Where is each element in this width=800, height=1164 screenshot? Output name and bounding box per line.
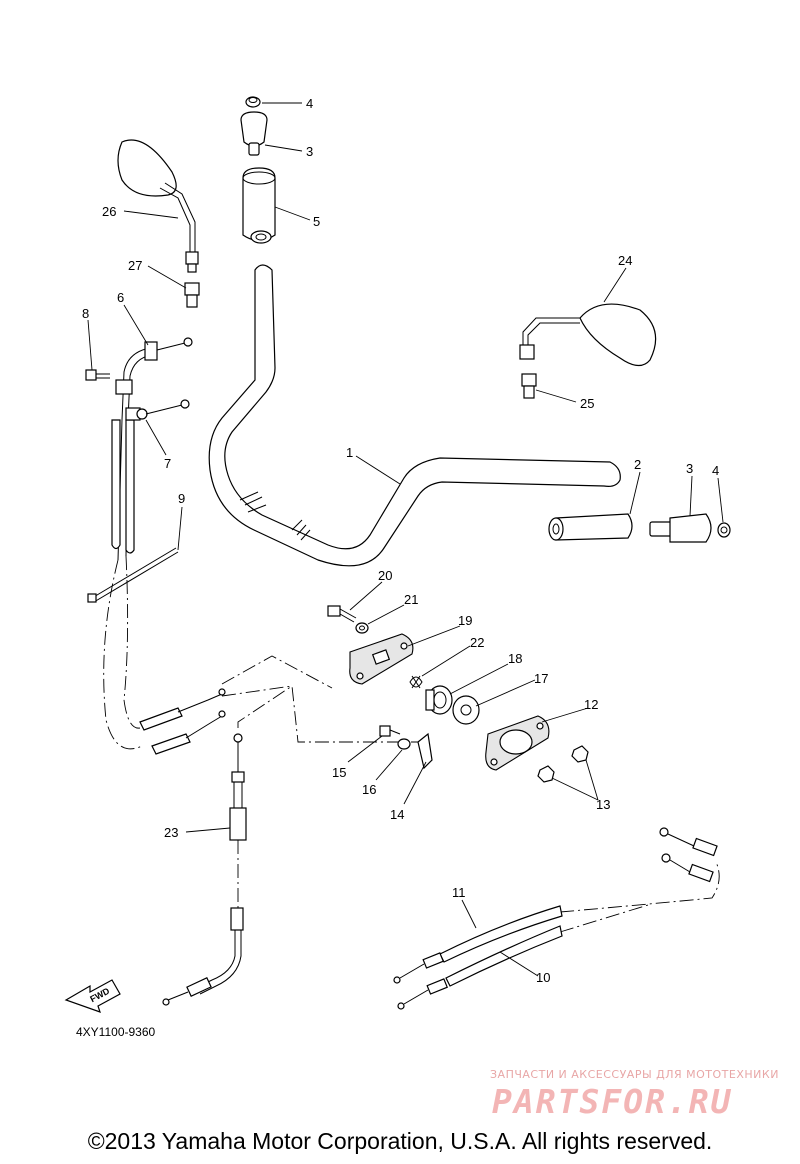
watermark-logo: PARTSFOR.RU [492, 1082, 733, 1121]
cable-routing-lines [103, 555, 720, 933]
part-10-cable[interactable] [397, 925, 563, 1010]
part-3-top-end-weight[interactable] [240, 111, 268, 156]
callout-20: 20 [378, 568, 392, 583]
callout-21: 21 [404, 592, 418, 607]
callout-7: 7 [164, 456, 171, 471]
part-9-cable-strap[interactable] [87, 547, 179, 603]
callout-16: 16 [362, 782, 376, 797]
cable-end-left[interactable] [139, 688, 226, 755]
diagram-code: 4XY1100-9360 [76, 1025, 156, 1039]
part-27-mirror-adapter[interactable] [184, 282, 200, 308]
part-16-washer[interactable] [397, 738, 411, 750]
part-3-right-end-weight[interactable] [649, 513, 712, 543]
part-4-top-nut[interactable] [245, 96, 261, 108]
part-23-cable[interactable] [162, 733, 247, 1006]
part-15-screw[interactable] [379, 725, 401, 737]
callout-3-top: 3 [306, 144, 313, 159]
part-6-throttle-cable[interactable] [111, 337, 193, 561]
cable-ends-right[interactable] [659, 827, 718, 883]
callout-23: 23 [164, 825, 178, 840]
callout-19: 19 [458, 613, 472, 628]
callout-2: 2 [634, 457, 641, 472]
part-13-nuts[interactable] [537, 745, 589, 783]
part-25-mirror-adapter[interactable] [521, 373, 537, 399]
part-21-washer[interactable] [355, 622, 369, 634]
callout-26: 26 [102, 204, 116, 219]
callout-3-right: 3 [686, 461, 693, 476]
part-14-clip[interactable] [417, 732, 433, 770]
part-18-pulley[interactable] [425, 685, 453, 715]
part-4-right-nut[interactable] [717, 522, 731, 538]
callout-22: 22 [470, 635, 484, 650]
callout-8: 8 [82, 306, 89, 321]
leader-lines [87, 102, 724, 977]
callout-4-right: 4 [712, 463, 719, 478]
callout-4-top: 4 [306, 96, 313, 111]
callout-25: 25 [580, 396, 594, 411]
copyright-notice: ©2013 Yamaha Motor Corporation, U.S.A. A… [87, 1128, 713, 1154]
callout-9: 9 [178, 491, 185, 506]
callout-24: 24 [618, 253, 632, 268]
fwd-direction-arrow: FWD [64, 979, 121, 1013]
part-19-switch-housing[interactable] [349, 633, 414, 685]
part-7-cable-adjuster[interactable] [125, 399, 190, 421]
part-8-bolt[interactable] [85, 369, 110, 381]
part-5-top-grip[interactable] [242, 167, 276, 244]
callout-13: 13 [596, 797, 610, 812]
part-12-switch-lower-half[interactable] [485, 715, 550, 771]
part-22-spring[interactable] [409, 675, 423, 689]
callout-27: 27 [128, 258, 142, 273]
callout-14: 14 [390, 807, 404, 822]
callout-12: 12 [584, 697, 598, 712]
part-26-left-mirror[interactable] [117, 139, 199, 273]
part-2-right-grip[interactable] [548, 513, 633, 541]
callout-17: 17 [534, 671, 548, 686]
callout-18: 18 [508, 651, 522, 666]
part-11-cable[interactable] [393, 905, 563, 984]
callout-5: 5 [313, 214, 320, 229]
part-24-right-mirror[interactable] [519, 303, 657, 367]
callout-10: 10 [536, 970, 550, 985]
callout-numbers: 4 3 5 26 27 24 25 8 6 7 9 1 2 3 4 20 21 … [82, 96, 719, 985]
callout-1: 1 [346, 445, 353, 460]
part-20-screw[interactable] [327, 605, 357, 623]
callout-15: 15 [332, 765, 346, 780]
callout-11: 11 [452, 885, 466, 900]
callout-6: 6 [117, 290, 124, 305]
part-17-collar[interactable] [452, 695, 480, 725]
watermark-tagline: ЗАПЧАСТИ И АКСЕССУАРЫ ДЛЯ МОТОТЕХНИКИ [490, 1068, 779, 1081]
part-1-handlebar[interactable] [208, 264, 621, 567]
